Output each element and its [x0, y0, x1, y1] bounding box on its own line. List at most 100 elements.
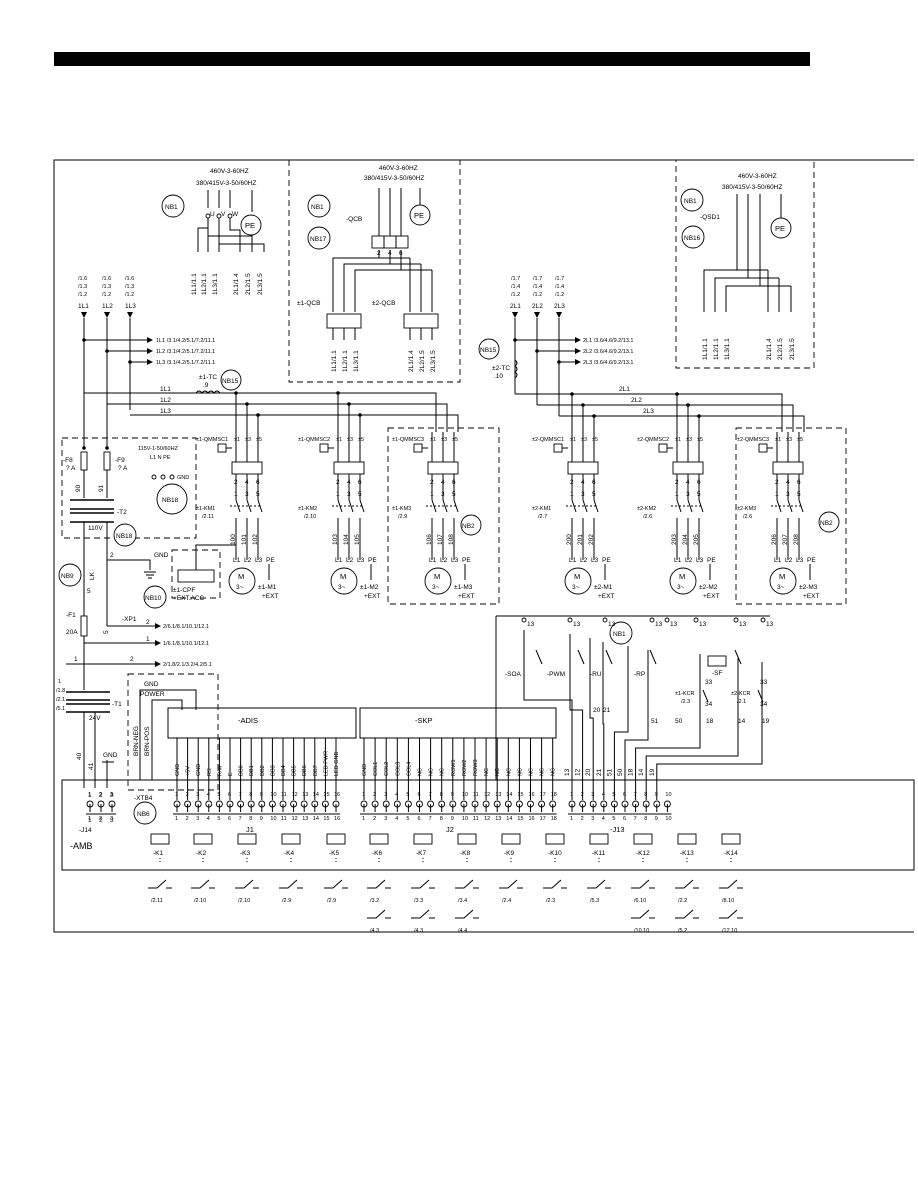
wire-number: 206 — [771, 534, 778, 545]
motor-terminal: L3 — [451, 557, 459, 564]
wire-number: 107 — [437, 534, 444, 545]
j1-pin: 12 — [292, 792, 298, 798]
motor-terminal: PE — [807, 557, 816, 564]
rail-2l2: 2L2 — [631, 397, 642, 404]
breaker-terminal: ±1 — [675, 437, 681, 443]
qsd-pe-label: PE — [775, 224, 785, 233]
relay-ref: /2.10 — [238, 898, 250, 904]
j2-signal: NC — [495, 768, 501, 776]
j1-signal: DB6 — [302, 765, 308, 776]
j1-pin: 14 — [313, 792, 319, 798]
wire-41: 41 — [88, 762, 95, 770]
xp1-label: -XP1 — [122, 616, 137, 623]
contactor-ref: /2.11 — [202, 514, 214, 520]
badge-nb18-a: NB18 — [116, 533, 133, 540]
relay-ref: /3.4 — [458, 898, 467, 904]
badge-nb1-b: NB1 — [311, 204, 324, 211]
motor-name: ±2-M1 — [594, 584, 613, 591]
contactor-ref: /2.7 — [538, 514, 547, 520]
brn-neg-label: BRN-NEG — [133, 726, 140, 756]
control-supply: 115V-1-50/60HZ — [138, 446, 179, 452]
node-1: 1 — [74, 656, 78, 663]
j2-pin-b: 7 — [429, 816, 432, 822]
rail-2l3: 2L3 — [643, 408, 654, 415]
motor-m: M — [434, 572, 440, 581]
rail-1l3: 1L3 — [160, 408, 171, 415]
xtb4-label: -XTB4 — [134, 795, 153, 802]
j2-signal: NC — [551, 768, 557, 776]
bus1-xref: 1L3 /3.1/4.2/5.1/7.2/11.1 — [156, 360, 215, 366]
j2-signal: NC — [529, 768, 535, 776]
j2-signal: GND — [362, 764, 368, 776]
j13-wire: 12 — [575, 768, 582, 776]
cpf-dashed-box — [171, 549, 221, 599]
bus1-xref: 1L2 /3.1/4.2/5.1/7.2/11.1 — [156, 349, 215, 355]
wire-51: 51 — [651, 718, 659, 725]
wire-number: 203 — [671, 534, 678, 545]
motor-phase: 3~ — [572, 584, 580, 591]
pe-symbol — [240, 214, 262, 236]
contactor-label: ±2-KM2 — [637, 506, 656, 512]
badge-nb17: NB17 — [310, 236, 327, 243]
j14-pin-b: 2 — [99, 816, 102, 822]
qsd-out-2: 1L2/1.1 — [713, 338, 720, 360]
bus2-xref: 2L3 /3.6/4.6/9.2/13.1 — [583, 360, 633, 366]
control-supply-terms: L1 N PE — [150, 455, 171, 461]
badge-nb1-c: NB1 — [684, 198, 697, 205]
wire-5b: 5 — [103, 630, 110, 634]
lk-label: LK — [89, 571, 96, 580]
motor-terminal: L1 — [569, 557, 577, 564]
j1-pin-b: 1 — [175, 816, 178, 822]
relay-14: -K14/8.10/12.10 — [719, 833, 743, 934]
wire-34a: 34 — [705, 701, 713, 708]
xp1-pin-1: 1 — [146, 636, 150, 643]
wire-number: 108 — [448, 534, 455, 545]
motor-terminal: L3 — [796, 557, 804, 564]
control-gnd: GND — [177, 475, 189, 481]
breaker-terminal: ±5 — [256, 437, 262, 443]
relay-9: -K9/2.4 — [499, 833, 523, 904]
qsd-line1: 460V-3-60HZ — [738, 173, 777, 180]
j1: 11GND22+5V33GND44RS55R/W66E77DB088DB199D… — [173, 738, 340, 822]
qsd-out-6: 2L3/1.5 — [789, 338, 796, 360]
soa-label: -SOA — [505, 671, 522, 678]
phase-v-label: V — [221, 211, 226, 218]
j14-pin: 2 — [99, 792, 102, 798]
f9-rating: ? A — [118, 465, 128, 472]
j1-pin-b: 14 — [313, 816, 319, 822]
bus1-ref: /1.6 — [78, 276, 87, 282]
j1-pin: 11 — [281, 792, 287, 798]
wire-number: 208 — [793, 534, 800, 545]
bus1-ref: /1.6 — [102, 276, 111, 282]
motor-name: ±1-M1 — [258, 584, 277, 591]
bus2-label-l1: 2L1 — [510, 303, 521, 310]
wire-number: 103 — [332, 534, 339, 545]
motor-terminal: L1 — [429, 557, 437, 564]
j1-signal: DB3 — [270, 765, 276, 776]
breaker-terminal: ±5 — [697, 437, 703, 443]
bus1-label-l3: 1L3 — [125, 303, 136, 310]
j1-pin-b: 6 — [228, 816, 231, 822]
wire-20: 20 — [593, 707, 601, 714]
connectors: 11GND22+5V33GND44RS55R/W66E77DB088DB199D… — [86, 738, 672, 822]
j1-pin-b: 4 — [207, 816, 210, 822]
bus2-ref: /1.7 — [511, 276, 520, 282]
relay-3: -K3/2.10 — [235, 833, 259, 904]
terminal-13: 13 — [573, 621, 581, 628]
wire-21: 21 — [603, 707, 611, 714]
xtb4-power: POWER — [140, 691, 165, 698]
motor-m: M — [340, 572, 346, 581]
wire-number: 201 — [577, 534, 584, 545]
j1-pin-b: 5 — [217, 816, 220, 822]
header-bar — [54, 52, 810, 66]
j14-pin-b: 1 — [88, 816, 91, 822]
nb1-out-4: 2L1/1.4 — [233, 273, 240, 295]
qsd-out-4: 2L1/1.4 — [766, 338, 773, 360]
t1-label: -T1 — [112, 701, 122, 708]
qsd-dashed-box — [675, 159, 815, 369]
bus1-ref: /1.2 — [78, 292, 87, 298]
breaker-terminal: ±1 — [775, 437, 781, 443]
bus2-ref: /1.2 — [511, 292, 520, 298]
